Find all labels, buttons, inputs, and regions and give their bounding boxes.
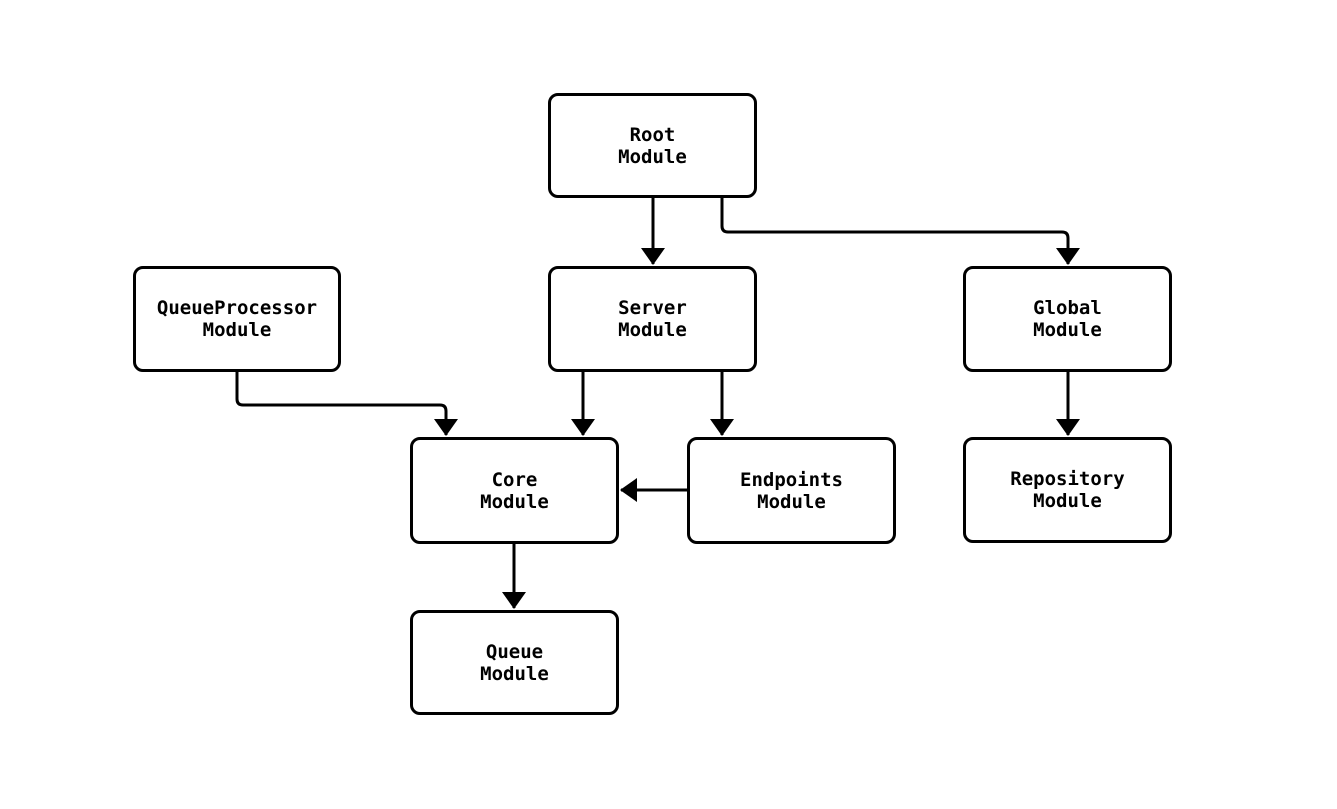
node-label: Endpoints Module xyxy=(740,468,843,513)
node-global-module: Global Module xyxy=(963,266,1172,372)
node-root-module: Root Module xyxy=(548,93,757,198)
node-label: Root Module xyxy=(618,123,687,168)
node-label: Core Module xyxy=(480,468,549,513)
edge-queueprocessor-to-core xyxy=(235,372,458,436)
edge-root-to-global xyxy=(720,198,1080,265)
node-queue-module: Queue Module xyxy=(410,610,619,715)
node-label: QueueProcessor Module xyxy=(156,297,318,341)
node-endpoints-module: Endpoints Module xyxy=(687,437,896,544)
node-label: Queue Module xyxy=(480,640,549,685)
node-repository-module: Repository Module xyxy=(963,437,1172,543)
node-label: Repository Module xyxy=(1010,468,1125,512)
node-core-module: Core Module xyxy=(410,437,619,544)
node-label: Global Module xyxy=(1033,297,1102,341)
node-queueprocessor-module: QueueProcessor Module xyxy=(133,266,341,372)
node-label: Server Module xyxy=(618,297,687,341)
node-server-module: Server Module xyxy=(548,266,757,372)
